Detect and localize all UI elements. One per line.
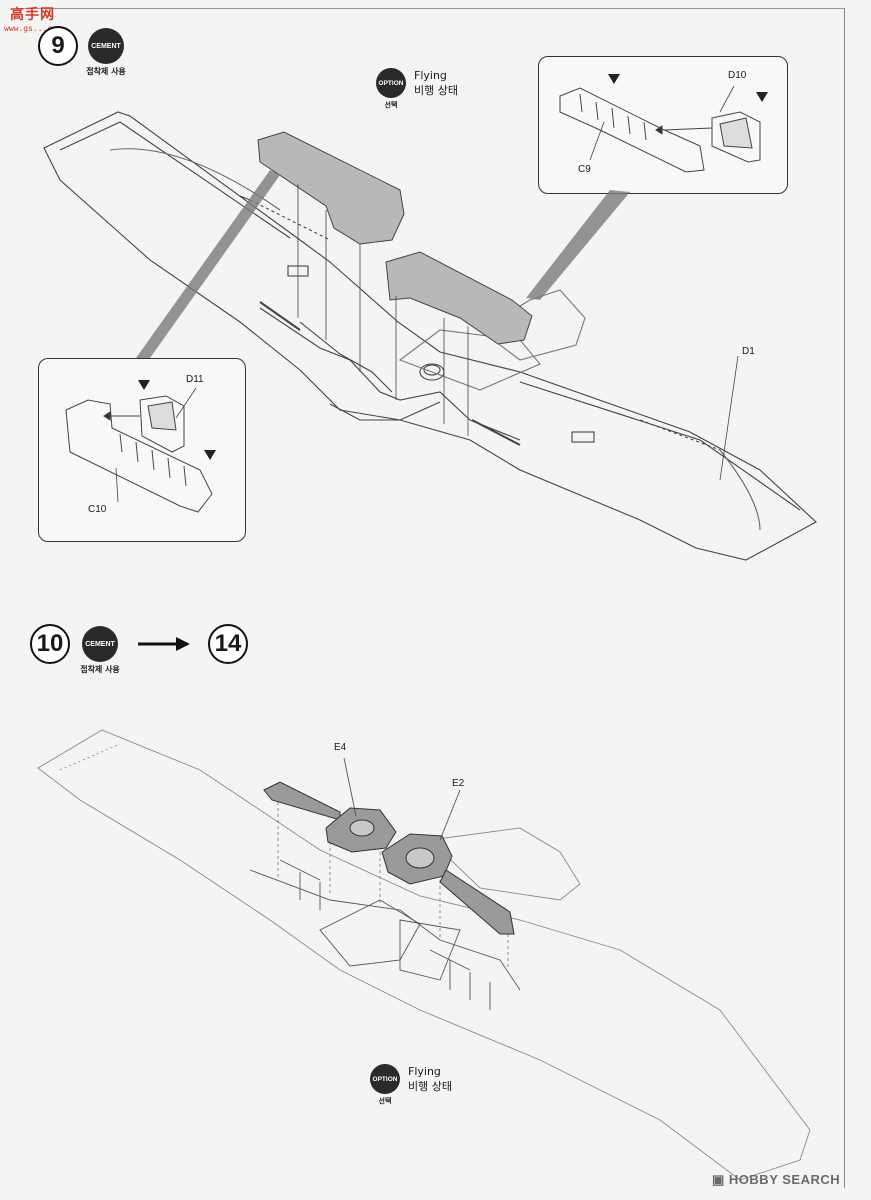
- goto-arrow-icon: [138, 637, 190, 651]
- step-9-option: OPTION 선택 Flying 비행 상태: [376, 68, 486, 112]
- part-label-e4: E4: [334, 742, 347, 753]
- step-14-reference: 14: [208, 624, 248, 664]
- option-text: Flying 비행 상태: [408, 1064, 452, 1094]
- part-e4-drawing: [263, 781, 397, 853]
- watermark-site: www.gs...com: [4, 24, 62, 33]
- hobby-search-watermark: ▣ HOBBY SEARCH: [712, 1172, 840, 1188]
- wheel-well-insert-parts: [257, 131, 533, 345]
- step-9-cement-badge: CEMENT 접착제 사용: [84, 28, 128, 77]
- watermark-text: 高手网: [10, 7, 55, 23]
- option-text: Flying 비행 상태: [414, 68, 458, 98]
- cement-icon: CEMENT: [88, 28, 124, 64]
- hobby-search-text: HOBBY SEARCH: [728, 1172, 841, 1187]
- detail-callout-left: [38, 358, 246, 542]
- wing-step10-drawing: [37, 729, 811, 1181]
- cement-caption: 접착제 사용: [86, 67, 126, 76]
- step-10-cement-badge: CEMENT 접착제 사용: [78, 626, 122, 675]
- option-caption: 선택: [384, 101, 398, 109]
- option-caption: 선택: [378, 1097, 392, 1105]
- assembly-guide-lines: [297, 184, 469, 436]
- callout-pointer-left: [136, 170, 280, 358]
- part-label-e2: E2: [452, 778, 465, 789]
- part-label-c9: C9: [578, 164, 591, 175]
- page-right-rule: [844, 8, 845, 1188]
- option-line-1: Flying: [414, 69, 447, 82]
- part-label-d11: D11: [186, 374, 204, 385]
- option-icon: OPTION: [370, 1064, 400, 1094]
- option-line-1: Flying: [408, 1065, 441, 1078]
- watermark-logo: 高手网 www.gs...com: [2, 2, 72, 36]
- option-line-2: 비행 상태: [408, 1080, 452, 1093]
- option-line-2: 비행 상태: [414, 84, 458, 97]
- cement-caption: 접착제 사용: [80, 665, 120, 674]
- option-icon: OPTION: [376, 68, 406, 98]
- part-label-d1: D1: [742, 346, 755, 357]
- part-e2-drawing: [381, 833, 515, 935]
- hobby-search-logo-icon: ▣: [712, 1172, 725, 1187]
- dashed-leader-lines: [277, 802, 509, 970]
- callout-pointer-right: [526, 190, 630, 300]
- part-label-c10: C10: [88, 504, 107, 515]
- page-top-rule: [16, 8, 845, 9]
- step-10-option: OPTION 선택 Flying 비행 상태: [370, 1064, 480, 1108]
- cement-icon: CEMENT: [82, 626, 118, 662]
- step-9-number: 9: [38, 26, 78, 66]
- part-label-d10: D10: [728, 70, 747, 81]
- detail-callout-right: [538, 56, 788, 194]
- step-10-number: 10: [30, 624, 70, 664]
